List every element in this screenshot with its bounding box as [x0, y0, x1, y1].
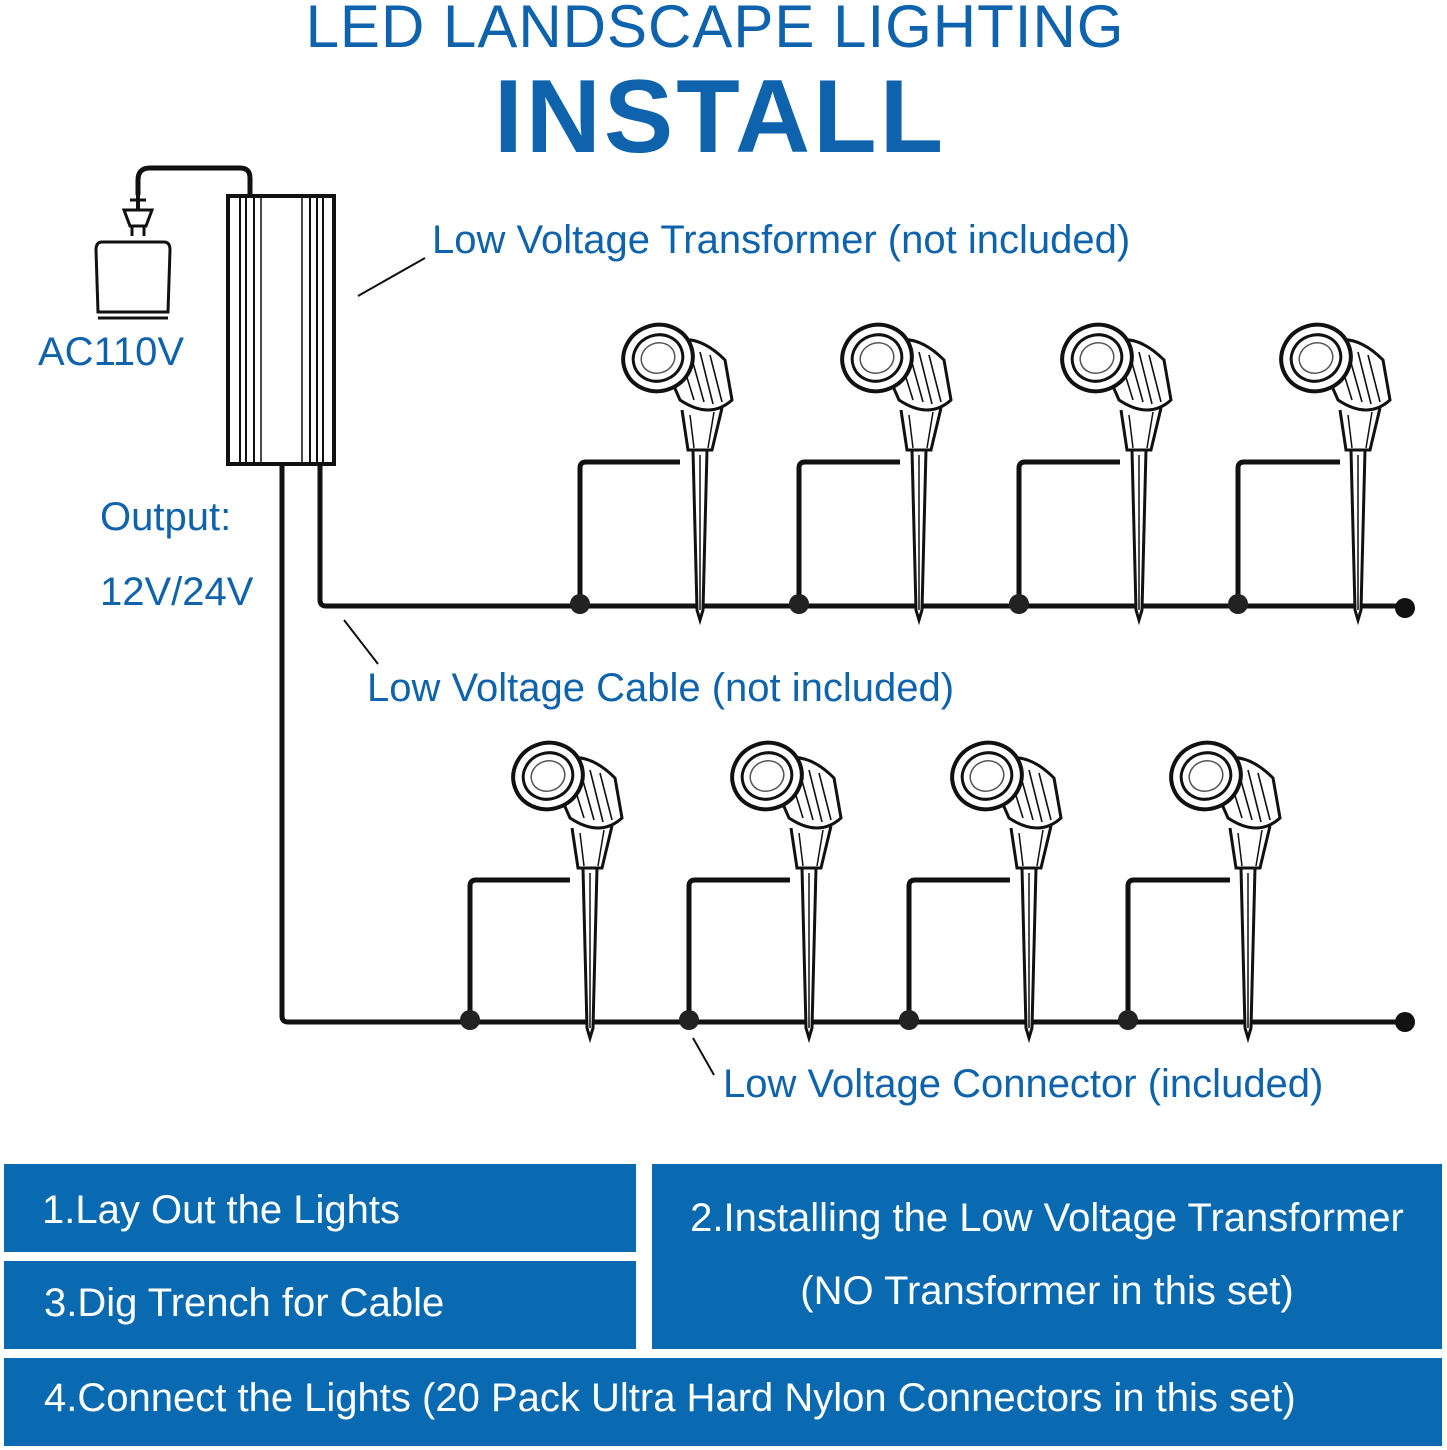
connector-dot-icon: [570, 594, 1415, 618]
power-source-label: AC110V: [38, 330, 185, 374]
spotlight-icon: [940, 731, 1063, 1040]
subtitle: LED LANDSCAPE LIGHTING: [305, 0, 1125, 60]
transformer-label: Low Voltage Transformer (not included): [432, 218, 1131, 262]
connector-label: Low Voltage Connector (included): [723, 1062, 1324, 1106]
step-2-box: 2.Installing the Low Voltage Transformer…: [652, 1164, 1442, 1349]
step-4-box: 4.Connect the Lights (20 Pack Ultra Hard…: [4, 1358, 1442, 1446]
transformer-icon: [226, 194, 336, 466]
step-4-text: 4.Connect the Lights (20 Pack Ultra Hard…: [44, 1376, 1296, 1420]
output-label: Output:: [100, 495, 232, 539]
step-1-box: 1.Lay Out the Lights: [4, 1164, 636, 1252]
connector-dot-icon: [460, 1010, 1415, 1032]
page-title: INSTALL: [493, 59, 947, 175]
wiring-diagram: [94, 165, 1415, 1076]
cable-label: Low Voltage Cable (not included): [367, 666, 955, 710]
wall-socket-icon: [94, 240, 172, 320]
spotlight-icon: [720, 731, 843, 1040]
spotlight-icon: [830, 313, 953, 622]
spotlight-icon: [1269, 313, 1392, 622]
spotlight-icon: [501, 731, 624, 1040]
step-3-box: 3.Dig Trench for Cable: [4, 1261, 636, 1349]
step-2-text-line1: 2.Installing the Low Voltage Transformer: [690, 1196, 1404, 1240]
output-value: 12V/24V: [100, 570, 254, 614]
step-1-text: 1.Lay Out the Lights: [42, 1188, 401, 1232]
step-2-text-line2: (NO Transformer in this set): [800, 1269, 1294, 1313]
power-plug-icon: [121, 195, 155, 236]
step-3-text: 3.Dig Trench for Cable: [44, 1281, 445, 1325]
spotlight-icon: [611, 313, 734, 622]
spotlight-icon: [1159, 731, 1282, 1040]
spotlight-icon: [1050, 313, 1173, 622]
